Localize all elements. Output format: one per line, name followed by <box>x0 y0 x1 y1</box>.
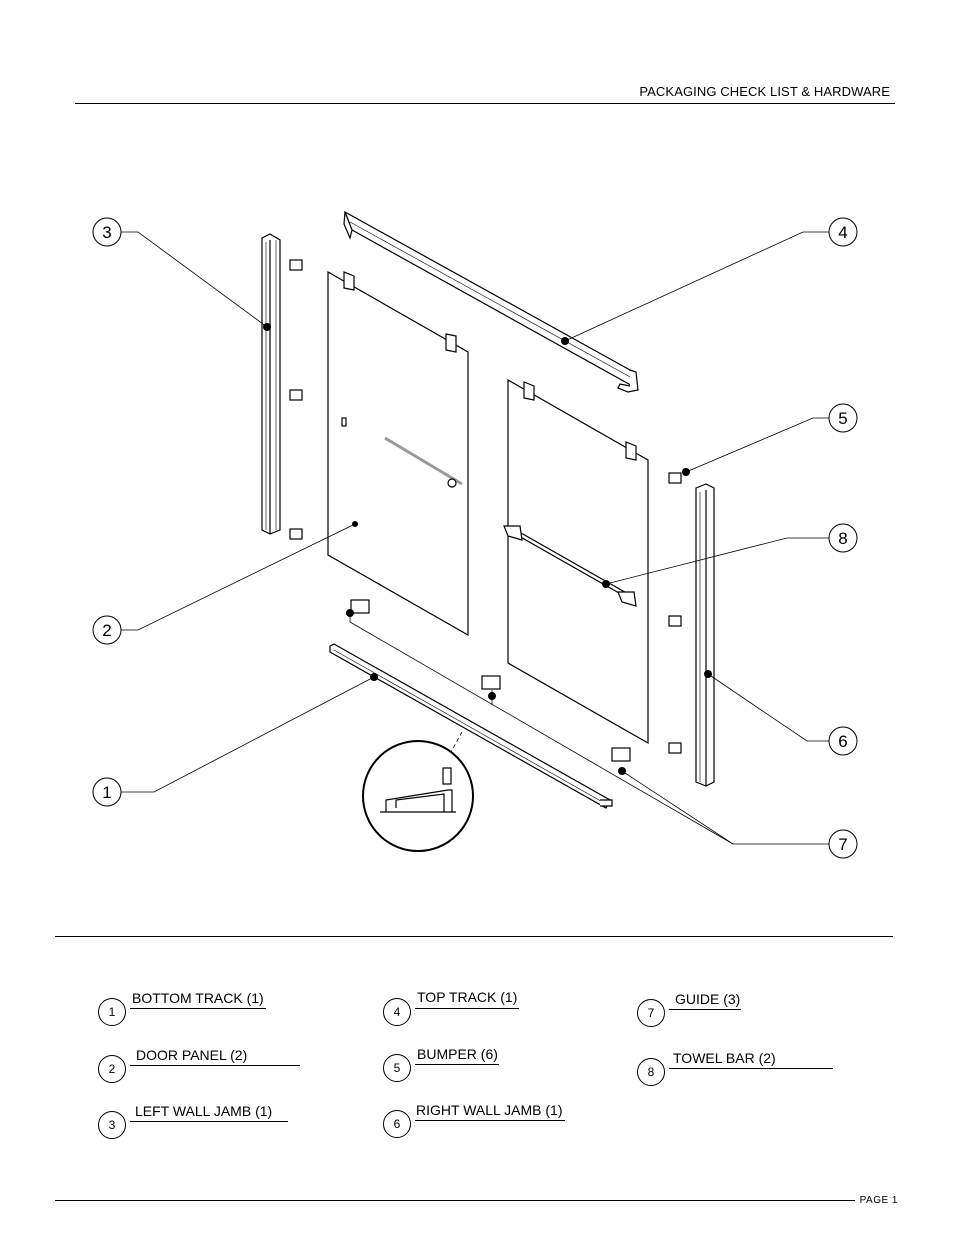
callout-circle <box>828 726 858 756</box>
callout-number: 7 <box>838 835 847 854</box>
right-wall-jamb-part <box>695 483 715 787</box>
callout-number: 6 <box>838 732 847 751</box>
legend-number: 2 <box>98 1055 126 1083</box>
page-number: PAGE 1 <box>859 1195 898 1206</box>
bumper-part <box>289 389 303 401</box>
leader-dot <box>263 323 271 331</box>
legend-label: BUMPER (6) <box>417 1046 498 1062</box>
bumper-part <box>668 615 682 627</box>
legend-number: 6 <box>383 1110 411 1138</box>
legend-number: 4 <box>383 998 411 1026</box>
legend-underline <box>669 1009 741 1010</box>
legend-underline <box>130 1065 300 1066</box>
callout-number: 8 <box>838 529 847 548</box>
legend-label: TOP TRACK (1) <box>417 989 518 1005</box>
leader-dot <box>561 337 569 345</box>
section-divider <box>55 936 893 937</box>
bumper-part <box>289 528 303 540</box>
callout-circle <box>92 217 122 247</box>
exploded-assembly-diagram: 3 4 5 8 2 6 1 7 <box>92 210 858 859</box>
legend-underline <box>415 1120 565 1121</box>
bottom-track-part <box>329 643 613 809</box>
legend-underline <box>130 1121 288 1122</box>
legend-number: 5 <box>383 1054 411 1082</box>
legend-underline <box>669 1068 833 1069</box>
leader-dot <box>704 670 712 678</box>
guide-part <box>611 747 631 762</box>
legend-underline <box>130 1008 266 1009</box>
bumper-part <box>668 472 682 484</box>
legend-underline <box>415 1064 499 1065</box>
callout-number: 5 <box>838 409 847 428</box>
guide-part <box>350 599 370 614</box>
page-header-title: PACKAGING CHECK LIST & HARDWARE <box>639 84 890 99</box>
leader-dot <box>370 673 378 681</box>
callout-circle <box>92 615 122 645</box>
legend-label: TOWEL BAR (2) <box>673 1050 776 1066</box>
footer-rule <box>55 1200 855 1201</box>
legend-underline <box>415 1008 519 1009</box>
header-rule <box>75 103 895 104</box>
legend-number: 3 <box>98 1111 126 1139</box>
callout-number: 1 <box>102 783 111 802</box>
bumper-part <box>668 742 682 754</box>
callout-number: 4 <box>838 223 847 242</box>
legend-label: GUIDE (3) <box>675 991 741 1007</box>
bumper-part <box>289 259 303 271</box>
bottom-track-detail-view <box>362 731 474 852</box>
callout-circle <box>828 403 858 433</box>
legend-label: DOOR PANEL (2) <box>136 1047 248 1063</box>
callout-number: 2 <box>102 621 111 640</box>
leader-dot <box>488 692 496 700</box>
legend-label: LEFT WALL JAMB (1) <box>135 1103 273 1119</box>
door-panel-part <box>327 270 469 637</box>
legend-number: 1 <box>98 998 126 1026</box>
leader-dot <box>618 767 626 775</box>
leader-dot <box>352 521 358 527</box>
door-panel-part <box>503 378 649 745</box>
left-wall-jamb-part <box>261 233 281 535</box>
callout-circle <box>828 829 858 859</box>
leader-dot <box>602 580 610 588</box>
callout-circle <box>828 523 858 553</box>
callout-number: 3 <box>102 223 111 242</box>
leader-dot <box>682 468 690 476</box>
legend-number: 7 <box>637 999 665 1027</box>
legend-label: BOTTOM TRACK (1) <box>132 990 264 1006</box>
guide-part <box>481 675 501 690</box>
callout-circle <box>828 217 858 247</box>
callout-circle <box>92 777 122 807</box>
leader-dot <box>346 609 354 617</box>
legend-label: RIGHT WALL JAMB (1) <box>416 1102 563 1118</box>
legend-number: 8 <box>637 1058 665 1086</box>
